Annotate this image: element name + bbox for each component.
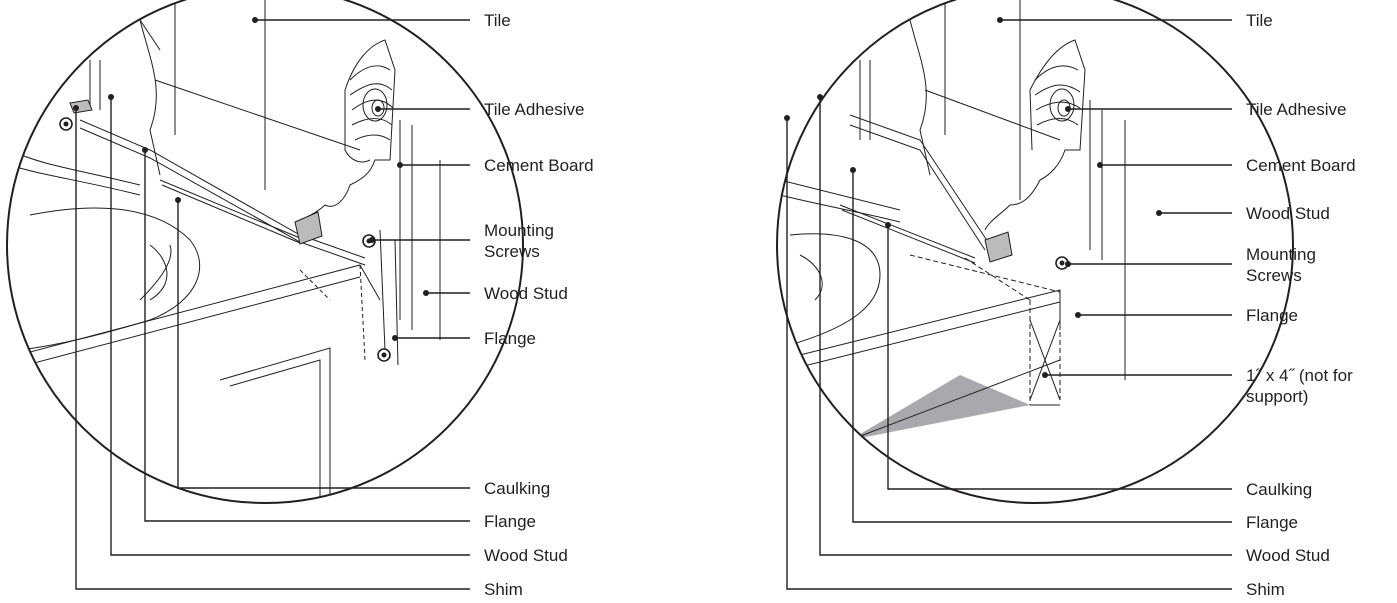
label-flange: Flange — [1246, 306, 1298, 325]
label-board-1x4-line2: support) — [1246, 387, 1308, 406]
left-detail-circle — [6, 0, 524, 504]
label-mounting-screws-line2: Screws — [1246, 266, 1302, 285]
label-flange-bottom: Flange — [484, 512, 536, 531]
label-wood-stud-bottom: Wood Stud — [1246, 546, 1330, 565]
screw-icon — [377, 348, 391, 362]
label-tile: Tile — [1246, 11, 1273, 30]
label-board-1x4: 1˝ x 4˝ (not for — [1246, 366, 1353, 385]
right-callouts-right — [997, 17, 1232, 378]
label-wood-stud: Wood Stud — [484, 284, 568, 303]
label-caulking: Caulking — [1246, 480, 1312, 499]
label-cement-board: Cement Board — [484, 156, 594, 175]
tile-adhesive-texture — [349, 65, 394, 141]
right-illustration — [777, 0, 1126, 441]
screw-icon — [59, 117, 73, 131]
caulking-bead — [839, 204, 976, 264]
tile-adhesive-texture — [1034, 65, 1081, 126]
label-flange-bottom: Flange — [1246, 513, 1298, 532]
label-mounting-screws-line2: Screws — [484, 242, 540, 261]
left-callouts-right — [252, 17, 470, 341]
board-1x4 — [909, 254, 1061, 406]
right-diagram: Tile Tile Adhesive Cement Board Wood Stu… — [776, 0, 1356, 599]
left-diagram: Tile Tile Adhesive Cement Board Mounting… — [6, 0, 594, 599]
label-mounting-screws: Mounting — [484, 221, 554, 240]
label-caulking: Caulking — [484, 479, 550, 498]
label-flange: Flange — [484, 329, 536, 348]
right-detail-circle — [776, 0, 1294, 504]
label-tile-adhesive: Tile Adhesive — [484, 100, 584, 119]
label-wood-stud-bottom: Wood Stud — [484, 546, 568, 565]
label-tile-adhesive: Tile Adhesive — [1246, 100, 1346, 119]
caulking-bead — [159, 179, 301, 244]
label-shim: Shim — [484, 580, 523, 599]
shadow-wedge — [850, 375, 1030, 440]
right-callouts-bottom — [784, 94, 1232, 590]
screw-icon — [777, 126, 789, 140]
label-wood-stud: Wood Stud — [1246, 204, 1330, 223]
label-cement-board: Cement Board — [1246, 156, 1356, 175]
label-mounting-screws: Mounting — [1246, 245, 1316, 264]
label-tile: Tile — [484, 11, 511, 30]
label-shim: Shim — [1246, 580, 1285, 599]
left-illustration — [7, 0, 441, 500]
left-callouts-bottom — [73, 94, 470, 590]
